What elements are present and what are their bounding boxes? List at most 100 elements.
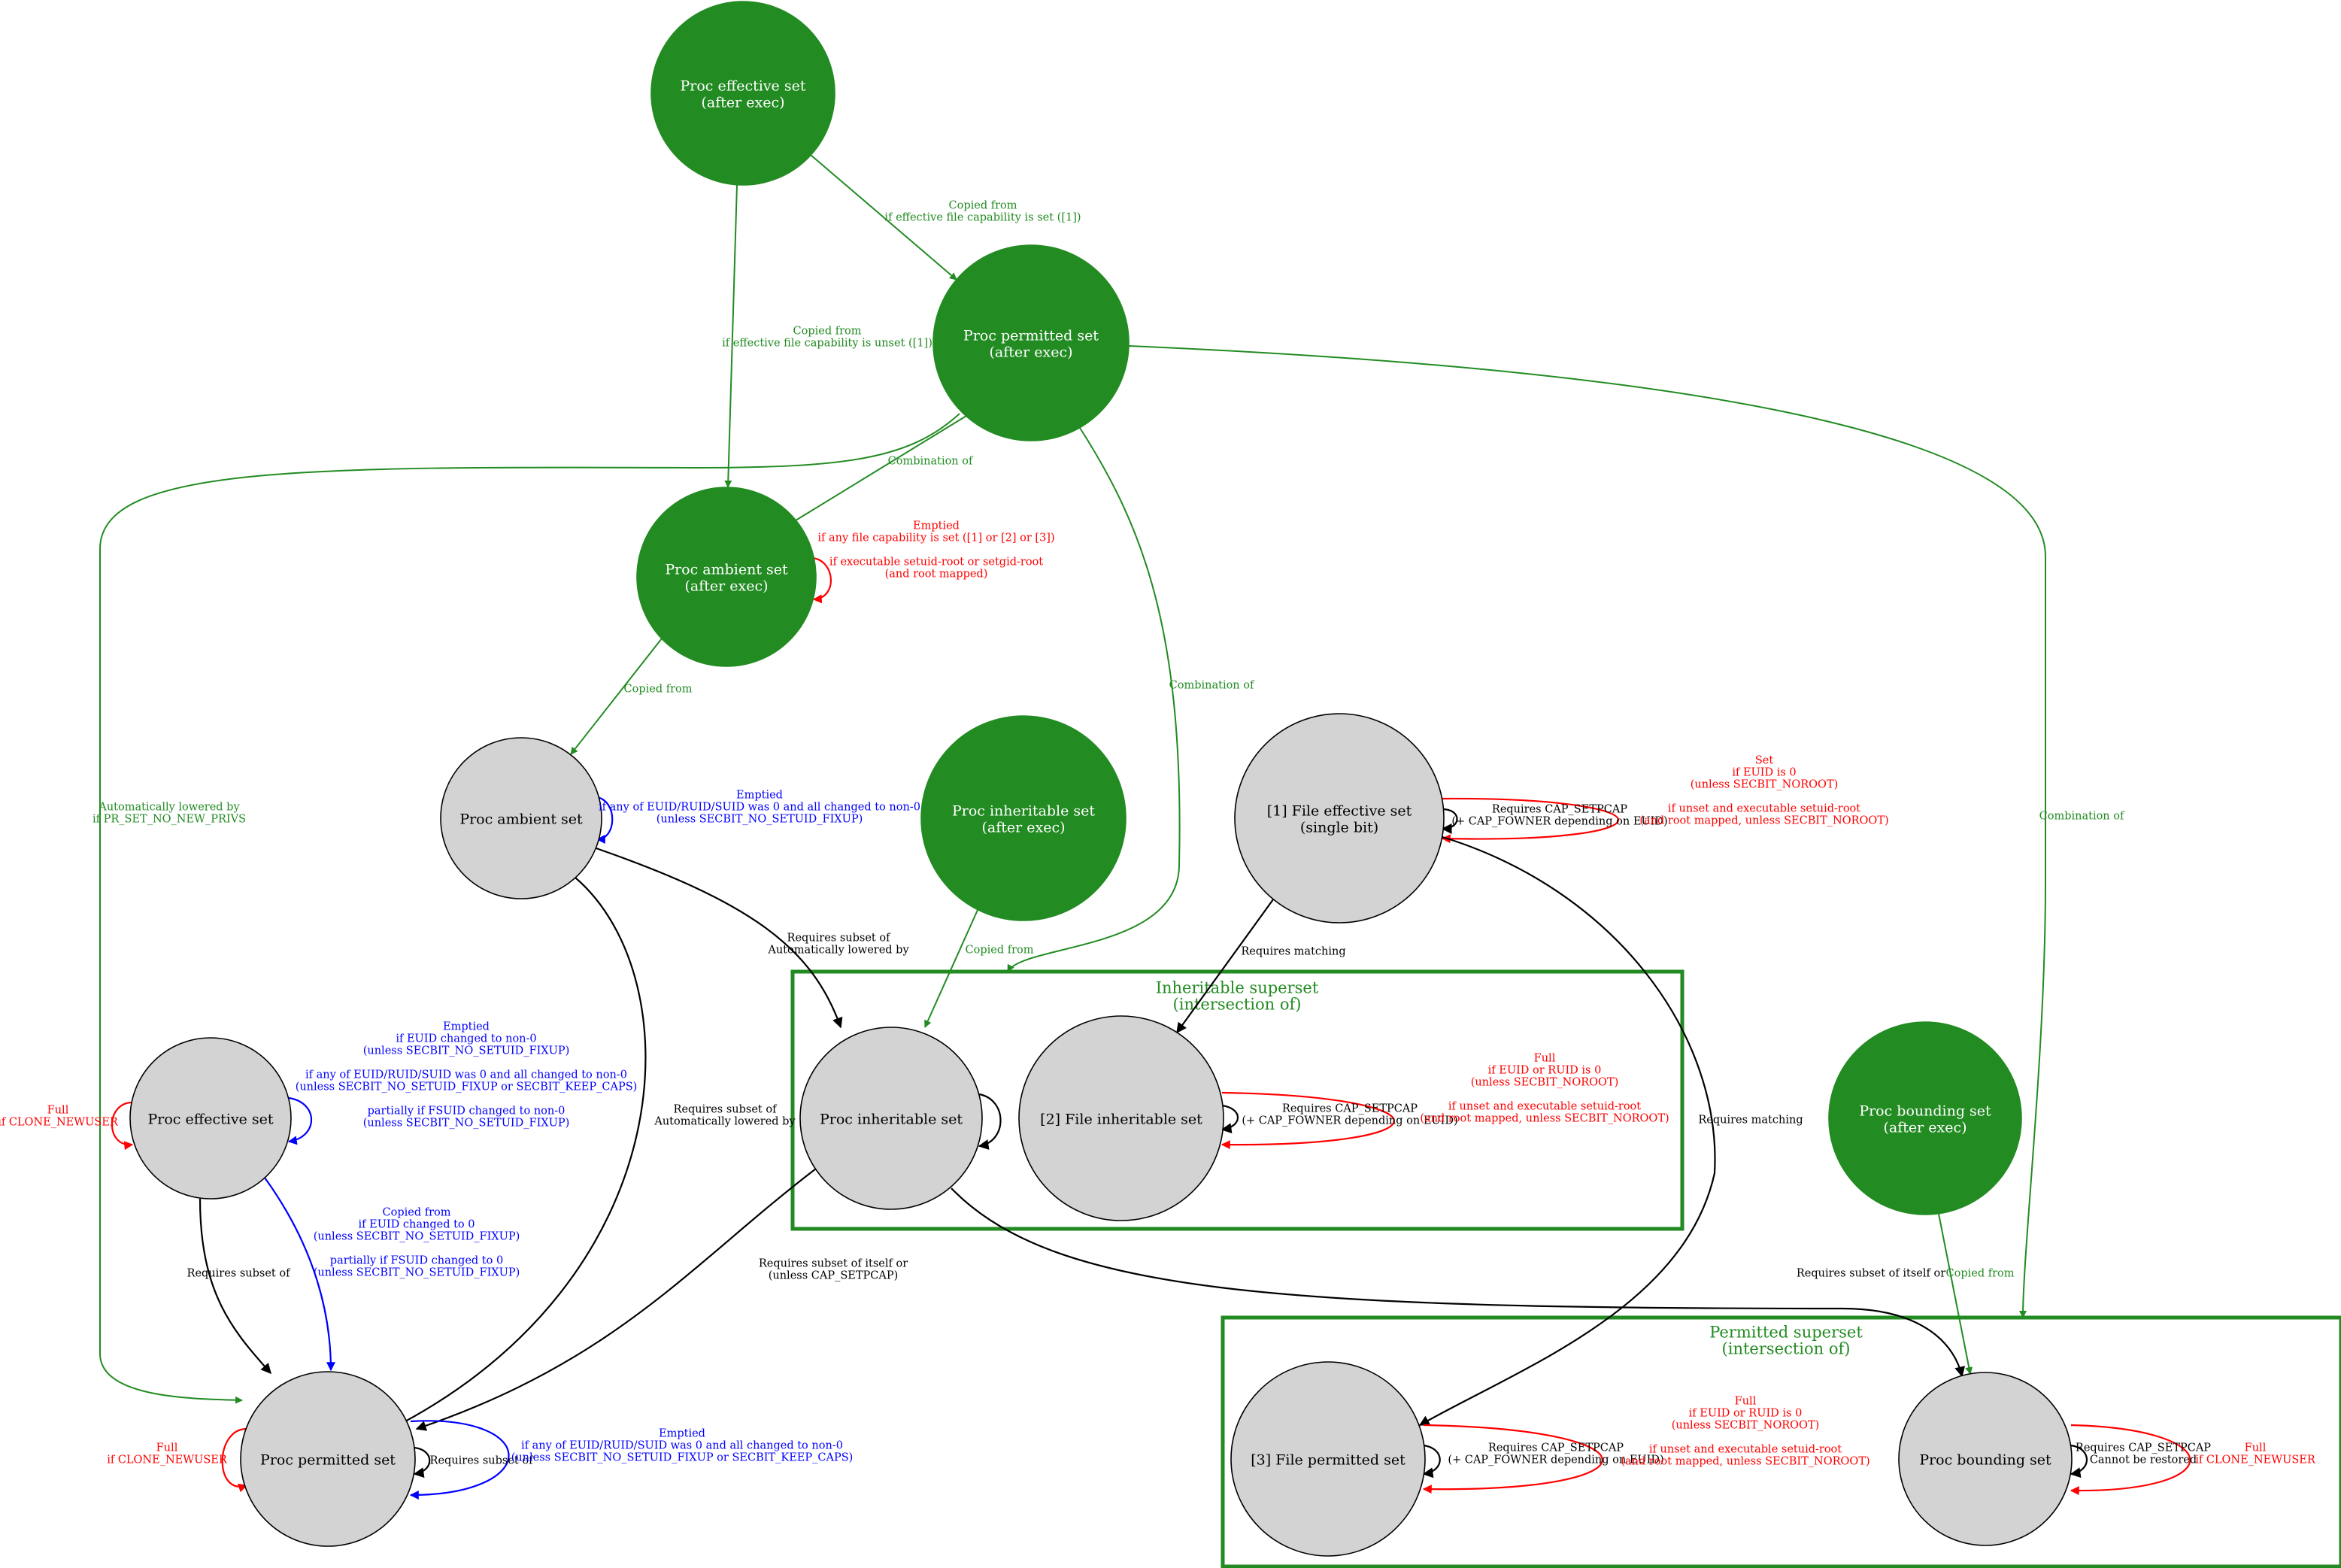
edge-perm-after-to-inh-cluster — [1007, 427, 1181, 972]
edge-label-amb-self-line: (unless SECBIT_NO_SETUID_FIXUP) — [657, 813, 863, 825]
edge-label-inh-to-bnd: Requires subset of itself or — [1797, 1267, 1945, 1279]
cluster-title-permitted-superset-line: Permitted superset — [1709, 1323, 1863, 1341]
edge-label-eff-to-amb-after-line: if effective file capability is unset ([… — [722, 337, 932, 349]
clusters-layer: Inheritable superset(intersection of) Per… — [790, 969, 2341, 1568]
node-label-file-perm: [3] File permitted set — [1251, 1451, 1406, 1468]
edge-amb-self — [596, 796, 614, 844]
node-label-file-eff: [1] File effective set(single bit) — [1267, 802, 1412, 836]
edge-file-eff-to-file-perm — [1418, 833, 1716, 1426]
edge-file-eff-self-black — [1441, 808, 1458, 834]
edge-label-amb-self-line: Emptied — [736, 789, 783, 801]
edge-label-file-eff-self-red-line: if EUID is 0 — [1732, 766, 1796, 778]
edge-perm-self-blue — [409, 1420, 510, 1500]
node-label-proc-bnd: Proc bounding set — [1919, 1451, 2051, 1468]
cluster-box-permitted-superset — [1221, 1315, 2341, 1568]
edge-file-eff-to-file-inh — [1176, 899, 1274, 1034]
node-label-proc-perm-after-line: (after exec) — [989, 344, 1072, 360]
node-label-proc-eff: Proc effective set — [148, 1111, 274, 1127]
edge-file-inh-self-red — [1221, 1091, 1395, 1150]
edge-label-eff-to-perm-blue-line: (unless SECBIT_NO_SETUID_FIXUP) — [314, 1230, 520, 1242]
edge-label-perm-after-to-perm-cluster: Combination of — [2039, 810, 2125, 822]
edge-label-perm-after-to-amb-after: Combination of — [888, 455, 974, 467]
edge-label-perm-after-to-inh-cluster-line: Combination of — [1169, 679, 1255, 691]
edge-perm-self-black — [413, 1446, 431, 1479]
edge-label-eff-self-blue-line: (unless SECBIT_NO_SETUID_FIXUP) — [363, 1117, 570, 1129]
edge-label-file-perm-self-red-line: if unset and executable setuid-root — [1649, 1443, 1842, 1455]
edge-label-file-inh-self-red-line: if unset and executable setuid-root — [1448, 1100, 1641, 1112]
edge-label-eff-self-red-line: if CLONE_NEWUSER — [0, 1116, 119, 1128]
edge-label-amb-after-to-amb-line: Copied from — [624, 683, 693, 695]
edge-perm-after-to-perm-cluster — [1128, 345, 2046, 1318]
edge-label-perm-self-red-line: if CLONE_NEWUSER — [107, 1454, 228, 1466]
edge-bnd-self-red — [2070, 1424, 2191, 1496]
edge-label-inh-to-perm: Requires subset of itself or(unless CAP_… — [759, 1257, 908, 1281]
node-label-file-eff-line: [1] File effective set — [1267, 802, 1412, 819]
node-proc-bnd-after — [1828, 1021, 2022, 1215]
edge-file-perm-self-red — [1422, 1424, 1603, 1494]
edge-label-eff-to-perm-blue-line: (unless SECBIT_NO_SETUID_FIXUP) — [314, 1266, 520, 1278]
edge-label-file-eff-self-black-line: Requires CAP_SETPCAP — [1492, 803, 1627, 815]
edge-label-file-perm-self-red-line: (and root mapped, unless SECBIT_NOROOT) — [1621, 1455, 1869, 1467]
edge-label-eff-to-perm-after-line: if effective file capability is set ([1]… — [884, 211, 1081, 223]
node-label-proc-amb: Proc ambient set — [459, 811, 583, 827]
edge-label-file-eff-to-file-perm: Requires matching — [1698, 1114, 1803, 1126]
edge-label-perm-after-to-amb-after-line: Combination of — [888, 455, 974, 467]
edge-label-inh-to-perm-line: (unless CAP_SETPCAP) — [769, 1269, 899, 1281]
edge-label-bnd-self-red-line: Full — [2245, 1442, 2267, 1454]
edge-label-perm-after-to-inh-cluster: Combination of — [1169, 679, 1255, 691]
edge-label-eff-self-red-line: Full — [47, 1104, 69, 1116]
edge-bnd-self-black — [2070, 1444, 2088, 1479]
edge-label-bnd-self-black-line: Requires CAP_SETPCAP — [2076, 1442, 2211, 1454]
edge-label-file-inh-self-red-line: Full — [1534, 1052, 1556, 1064]
edge-bnd-after-to-bnd — [1938, 1213, 1973, 1375]
node-proc-perm-after — [932, 244, 1130, 441]
cluster-title-inheritable-superset: Inheritable superset(intersection of) — [1156, 978, 1319, 1013]
edge-label-eff-self-blue-line: partially if FSUID changed to non-0 — [368, 1105, 566, 1117]
node-label-proc-inh-after: Proc inheritable set(after exec) — [952, 802, 1095, 836]
edge-label-perm-self-black: Requires subset of — [430, 1454, 535, 1466]
node-file-perm — [1230, 1361, 1426, 1557]
edge-label-eff-self-blue-line: if any of EUID/RUID/SUID was 0 and all c… — [305, 1069, 627, 1081]
node-file-inh — [1018, 1015, 1224, 1221]
edge-label-file-eff-self-red-line: (and root mapped, unless SECBIT_NOROOT) — [1639, 814, 1888, 826]
edge-label-amb-to-inh-line: Requires subset of — [787, 932, 892, 944]
edge-label-perm-after-to-perm-cluster-line: Combination of — [2039, 810, 2125, 822]
node-label-proc-amb-line: Proc ambient set — [459, 811, 583, 827]
edge-label-amb-after-self-line: (and root mapped) — [885, 568, 988, 580]
edge-label-file-perm-self-red-line: Full — [1735, 1395, 1757, 1407]
edge-label-amb-to-inh-line: Automatically lowered by — [767, 944, 909, 956]
node-label-proc-inh: Proc inheritable set — [820, 1111, 963, 1127]
nodes-layer: Proc effective set (after exec) Proc permi… — [129, 1, 2073, 1557]
edge-label-amb-self-line: if any of EUID/RUID/SUID was 0 and all c… — [599, 801, 920, 813]
cluster-title-permitted-superset-line: (intersection of) — [1722, 1339, 1851, 1357]
edge-inh-to-perm — [415, 1168, 817, 1431]
edge-label-amb-after-self-line: Emptied — [913, 520, 960, 532]
node-label-proc-eff-line: Proc effective set — [148, 1111, 274, 1127]
edge-label-eff-to-amb-after-line: Copied from — [793, 325, 862, 337]
edge-perm-after-to-amb-after — [785, 415, 967, 527]
node-label-proc-perm: Proc permitted set — [260, 1451, 396, 1468]
edge-label-perm-self-red-line: Full — [156, 1442, 178, 1454]
edge-label-bnd-self-red-line: if CLONE_NEWUSER — [2195, 1454, 2316, 1466]
edge-label-file-perm-self-black-line: Requires CAP_SETPCAP — [1488, 1442, 1624, 1454]
node-label-file-eff-line: (single bit) — [1300, 819, 1378, 836]
node-label-proc-perm-line: Proc permitted set — [260, 1451, 396, 1468]
edge-eff-self-red — [111, 1101, 134, 1151]
node-proc-amb-after — [636, 487, 817, 667]
edge-label-file-inh-self-red-line: (and root mapped, unless SECBIT_NOROOT) — [1420, 1112, 1669, 1124]
edge-label-file-eff-self-black-line: (+ CAP_FOWNER depending on EUID) — [1451, 815, 1667, 827]
edge-label-inh-after-to-inh: Copied from — [966, 944, 1034, 956]
edge-file-eff-self-red — [1441, 797, 1619, 844]
edge-label-file-inh-self-black-line: Requires CAP_SETPCAP — [1282, 1102, 1418, 1115]
edge-label-eff-to-perm-black: Requires subset of — [187, 1267, 292, 1279]
edge-label-file-eff-to-file-inh-line: Requires matching — [1241, 945, 1345, 957]
edge-label-eff-self-blue-line: if EUID changed to non-0 — [396, 1033, 536, 1045]
